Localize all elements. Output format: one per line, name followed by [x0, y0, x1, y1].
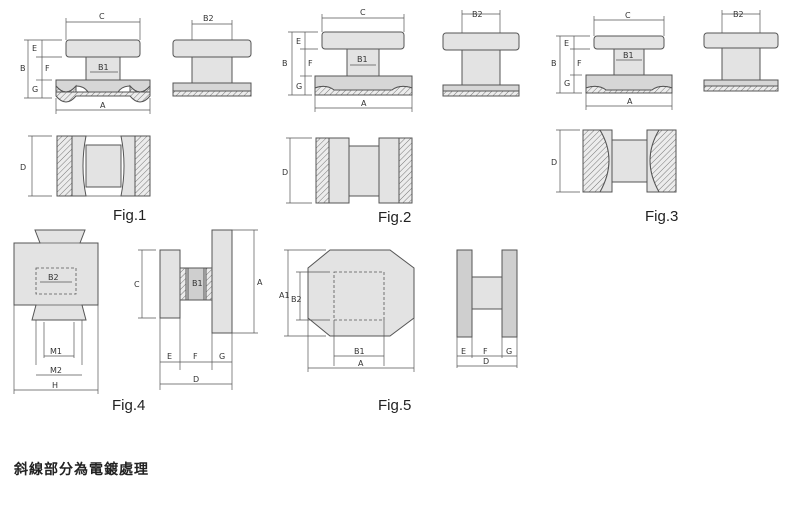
fig4-dim-m2: M2 — [50, 366, 62, 375]
fig4-dim-b1: B1 — [192, 279, 203, 288]
fig1-dim-b1: B1 — [98, 63, 109, 72]
fig2-dim-b2: B2 — [472, 10, 483, 19]
fig3-dim-c: C — [625, 11, 631, 20]
fig4-caption: Fig.4 — [112, 397, 145, 414]
fig5-dim-a1: A1 — [279, 291, 290, 300]
fig4-side-view: C B1 A E F G D — [134, 229, 263, 390]
fig2-dim-b1: B1 — [357, 55, 368, 64]
fig1-caption: Fig.1 — [113, 207, 146, 224]
fig5-dim-d: D — [483, 357, 489, 366]
fig5-dim-b1: B1 — [354, 347, 365, 356]
fig4-dim-h: H — [52, 381, 58, 390]
fig1-top-view: D — [20, 135, 151, 197]
fig4-dim-e: E — [167, 352, 172, 361]
fig2-dim-a: A — [361, 99, 367, 108]
fig2-end-view: B2 — [442, 10, 520, 97]
fig1-dim-g: G — [32, 85, 38, 94]
fig2-side-view: C E B F B1 G A — [282, 8, 413, 112]
fig4-dim-c: C — [134, 280, 140, 289]
fig3-dim-f: F — [577, 59, 582, 68]
fig4-dim-f: F — [193, 352, 198, 361]
fig4-dim-a: A — [257, 278, 263, 287]
fig4-front-view: B2 M1 M2 H — [13, 229, 99, 394]
fig1-end-view: B2 — [172, 14, 252, 97]
fig5-caption: Fig.5 — [378, 397, 411, 414]
fig1-dim-b: B — [20, 64, 26, 73]
fig3-end-view: B2 — [703, 10, 779, 92]
fig5-dim-g: G — [506, 347, 512, 356]
fig5-dim-f: F — [483, 347, 488, 356]
fig2-top-view: D — [282, 137, 413, 204]
plating-note: 斜線部分為電鍍處理 — [14, 462, 149, 478]
fig3-dim-b: B — [551, 59, 557, 68]
fig3-dim-g: G — [564, 79, 570, 88]
fig1-dim-a: A — [100, 101, 106, 110]
fig2-caption: Fig.2 — [378, 209, 411, 226]
fig5-top-view: A1 B2 B1 A — [279, 249, 415, 372]
fig1-dim-d: D — [20, 163, 26, 172]
fig1-dim-f: F — [45, 64, 50, 73]
fig3-dim-d: D — [551, 158, 557, 167]
fig4-dim-b2: B2 — [48, 273, 59, 282]
fig5-dim-a: A — [358, 359, 364, 368]
fig2-dim-b: B — [282, 59, 288, 68]
fig1-dim-e: E — [32, 44, 37, 53]
fig1-dim-c: C — [99, 12, 105, 21]
fig5-side-view: E F G D — [456, 249, 518, 368]
fig3-top-view: D — [551, 129, 677, 193]
fig2-dim-e: E — [296, 37, 301, 46]
fig3-dim-e: E — [564, 39, 569, 48]
fig5-dim-b2: B2 — [291, 295, 302, 304]
fig3-dim-a: A — [627, 97, 633, 106]
fig1-dim-b2: B2 — [203, 14, 214, 23]
fig3-dim-b2: B2 — [733, 10, 744, 19]
fig2-dim-g: G — [296, 82, 302, 91]
fig2-dim-d: D — [282, 168, 288, 177]
fig2-dim-f: F — [308, 59, 313, 68]
fig4-dim-d: D — [193, 375, 199, 384]
fig1-side-view: C E B F B1 G A — [20, 12, 151, 114]
fig2-dim-c: C — [360, 8, 366, 17]
fig5-dim-e: E — [461, 347, 466, 356]
fig4-dim-g: G — [219, 352, 225, 361]
fig4-dim-m1: M1 — [50, 347, 62, 356]
fig3-caption: Fig.3 — [645, 208, 678, 225]
fig3-side-view: C E B F B1 G A — [551, 11, 673, 110]
fig3-dim-b1: B1 — [623, 51, 634, 60]
